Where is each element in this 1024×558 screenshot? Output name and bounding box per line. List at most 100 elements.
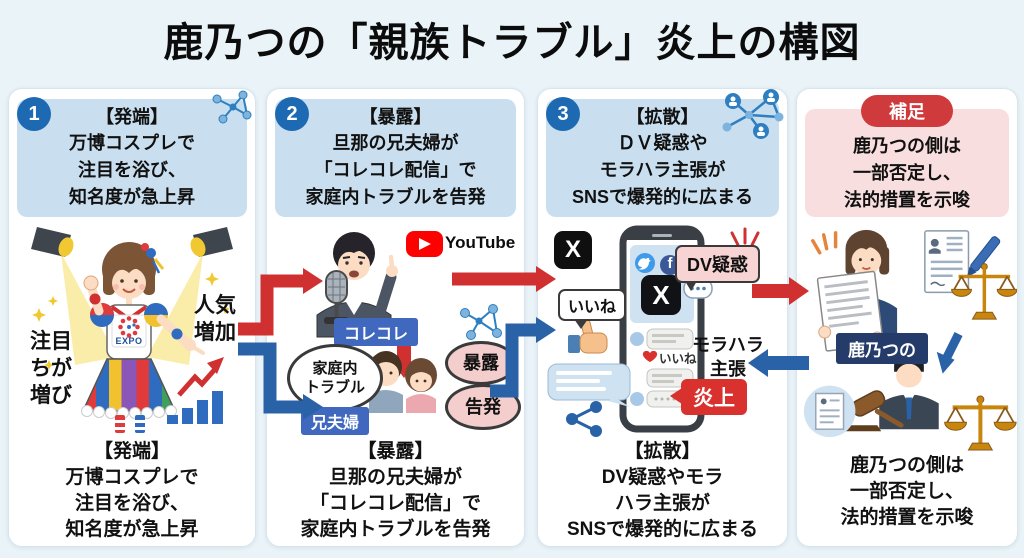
supplement-caption: 鹿乃つの側は 一部否定し、 法的措置を示唆 [797,453,1017,531]
caption-line: 鹿乃つの側は [849,455,964,476]
popularity-line: 人気 [194,294,236,317]
attention-line: ちが [30,357,72,380]
step-1-header-line: 万博コスプレで [69,133,195,153]
document-circle-icon [803,385,856,438]
step-2-header-tag: 【暴露】 [359,107,432,127]
step-3-card: 3 【拡散】 ＤＶ疑惑や モラハラ主張が SNSで爆発的に広まる [537,88,788,547]
attention-line: 増び [30,384,72,407]
alert-marks [730,227,760,247]
cosplay-illustration [31,227,233,433]
dv-suspicion-bubble: DV疑惑 [675,245,761,291]
step-2-header-line: 旦那の兄夫婦が [332,133,459,153]
twitter-icon [635,253,655,273]
korekore-label-text: コレコレ [334,318,419,346]
caption-line: 知名度が急上昇 [65,519,199,540]
step-3-header-line: モラハラ主張が [599,160,726,180]
accuse-bubble: 告発 [445,384,521,430]
supplement-header: 鹿乃つの側は 一部否定し、 法的措置を示唆 [805,109,1009,217]
bubble-line: いいね [567,299,616,316]
scales-icon [951,263,1017,320]
caption-line: 注目を浴び、 [74,493,189,514]
arrow-down-blue [936,332,963,374]
morahara-line: モラハラ [692,335,764,355]
step-2-caption: 【暴露】 旦那の兄夫婦が 「コレコレ配信」で 家庭内トラブルを告発 [267,439,524,543]
step-2-header-line: 「コレコレ配信」で [314,160,477,180]
social-network-icon [722,89,784,139]
sparkle-icon [32,272,230,370]
heart-like-label: いいね [659,352,697,366]
bubble-line: DV疑惑 [687,255,749,275]
supplement-header-line: 鹿乃つの側は [853,136,961,156]
x-phone-icon: X [641,275,681,315]
attention-label: 注目 ちが 増び [25,328,77,409]
trend-arrow-icon [177,357,224,397]
youtube-icon [406,231,443,257]
step-3-header-line: ＤＶ疑惑や [617,133,708,153]
supplement-header-line: 一部否定し、 [853,163,961,183]
household-trouble-bubble: 家庭内 トラブル [287,344,383,412]
step-3-number-badge: 3 [546,97,580,131]
caption-line: 【暴露】 [357,441,434,462]
share-icon [566,401,602,437]
caption-line: SNSで爆発的に広まる [566,519,759,540]
caption-line: 【発端】 [93,441,170,462]
caption-line: DV疑惑やモラ [601,467,724,488]
step-3-header-line: SNSで爆発的に広まる [571,187,753,207]
step-1-header-tag: 【発端】 [96,107,168,127]
caption-line: 旦那の兄夫婦が [328,467,462,488]
enjo-text: 炎上 [693,387,735,410]
caption-line: 【拡散】 [624,441,701,462]
bar-chart [167,391,223,424]
facebook-f-glyph: f [667,255,673,272]
step-1-caption: 【発端】 万博コスプレで 注目を浴び、 知名度が急上昇 [9,439,255,543]
brother-couple [369,351,437,413]
alert-marks [811,231,838,255]
youtube-label: YouTube [445,233,516,252]
expo-badge-label: EXPO [115,336,143,346]
kanotsuno-label-text: 鹿乃つの [836,333,928,364]
x-glyph: X [652,279,670,310]
bubble-line: 家庭内 [312,360,358,377]
morahara-line: 主張 [710,359,746,379]
brother-couple-label-text: 兄夫婦 [301,407,370,435]
page-title: 鹿乃つの「親族トラブル」炎上の構図 [163,21,861,65]
cosplay-girl [81,242,205,433]
caption-line: 家庭内トラブルを告発 [300,519,491,540]
step-1-card: 1 【発端】 万博コスプレで 注目を浴び、 知名度が急上昇 [8,88,256,547]
bubble-line: トラブル [304,379,365,396]
supplement-card: 補足 鹿乃つの側は 一部否定し、 法的措置を示唆 [796,88,1018,547]
caption-line: ハラ主張が [614,493,710,514]
caption-line: 一部否定し、 [849,481,964,502]
scales-icon [944,395,1017,451]
expose-bubble: 暴露 [445,341,517,385]
pen-icon [966,236,1001,278]
statement-document [816,270,884,352]
heart-icon [642,350,658,362]
gavel-icon [845,390,904,432]
step-3-caption: 【拡散】 DV疑惑やモラ ハラ主張が SNSで爆発的に広まる [538,439,787,543]
step-3-header-tag: 【拡散】 [626,107,699,127]
like-bubble: いいね [558,289,626,329]
speech-bubble-icon [547,363,631,407]
step-2-header: 【暴露】 旦那の兄夫婦が 「コレコレ配信」で 家庭内トラブルを告発 [275,99,516,217]
popularity-label: 人気 増加 [189,292,241,346]
caption-line: 法的措置を示唆 [840,507,974,528]
step-1-header-line: 知名度が急上昇 [69,187,195,207]
step-1-header-line: 注目を浴び、 [78,160,186,180]
network-icon [212,90,252,124]
enjo-badge: 炎上 [670,379,747,415]
step-2-number-badge: 2 [275,97,309,131]
attention-line: 注目 [30,330,72,353]
x-app-icon: X [554,231,592,269]
network-icon [460,304,502,340]
x-glyph: X [564,236,581,263]
step-2-card: 2 【暴露】 旦那の兄夫婦が 「コレコレ配信」で 家庭内トラブルを告発 [266,88,525,547]
caption-line: 「コレコレ配信」で [309,493,481,514]
spotlight-beams [61,253,203,365]
step-1-header: 【発端】 万博コスプレで 注目を浴び、 知名度が急上昇 [17,99,247,217]
spotlight-icon [31,227,233,257]
caption-line: 万博コスプレで [65,467,199,488]
bubble-line: 告発 [465,396,501,417]
popularity-line: 増加 [194,321,236,344]
